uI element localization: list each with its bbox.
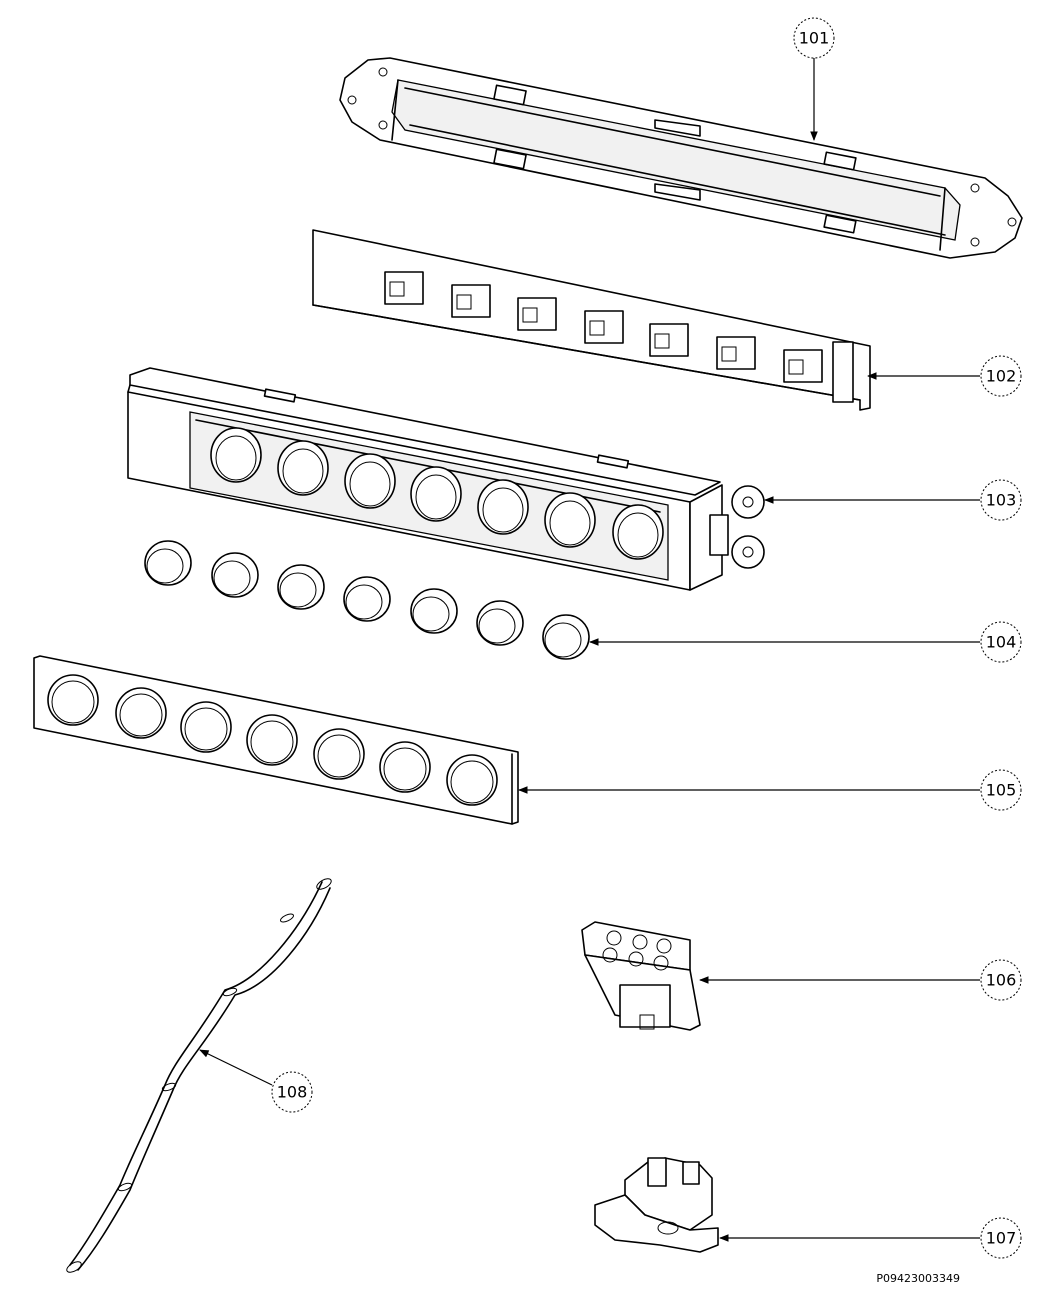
housing-holes [210, 427, 664, 560]
part-101-frame [339, 57, 1023, 259]
callout-label: 101 [799, 29, 830, 48]
switch-6 [716, 336, 756, 370]
leader-lines [199, 58, 980, 1242]
part-108-tube [66, 878, 332, 1273]
callout-label: 104 [986, 633, 1017, 652]
callout-108: 108 [271, 1071, 313, 1113]
switch-4 [584, 310, 624, 344]
callout-label: 105 [986, 781, 1017, 800]
callout-103: 103 [980, 479, 1022, 521]
callout-102: 102 [980, 355, 1022, 397]
part-105-panel [33, 655, 519, 825]
callout-105: 105 [980, 769, 1022, 811]
part-104-buttons [144, 540, 590, 660]
part-106-connector [581, 921, 701, 1031]
part-107-clip [594, 1157, 719, 1253]
switch-7 [783, 349, 823, 383]
drawing-code: P09423003349 [876, 1272, 960, 1285]
callout-104: 104 [980, 621, 1022, 663]
callout-label: 107 [986, 1229, 1017, 1248]
switch-3 [517, 297, 557, 331]
switch-2 [451, 284, 491, 318]
callout-label: 108 [277, 1083, 308, 1102]
switch-5 [649, 323, 689, 357]
callout-label: 106 [986, 971, 1017, 990]
panel-holes [47, 674, 498, 806]
switch-1 [384, 271, 424, 305]
callout-107: 107 [980, 1217, 1022, 1259]
part-103-housing [127, 367, 765, 591]
callout-label: 102 [986, 367, 1017, 386]
callout-101: 101 [793, 17, 835, 59]
callout-106: 106 [980, 959, 1022, 1001]
part-102-switch-board [312, 229, 871, 411]
callout-label: 103 [986, 491, 1017, 510]
